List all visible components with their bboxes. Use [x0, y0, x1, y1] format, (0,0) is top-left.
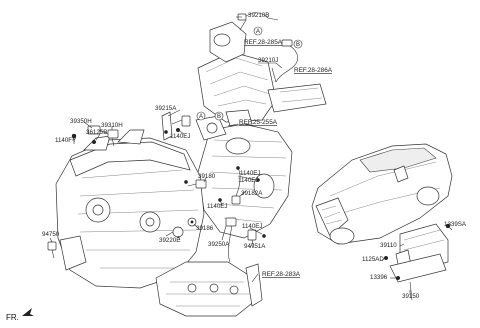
- label-1339sa: 1339SA: [444, 221, 467, 228]
- bolt-13396: [395, 275, 401, 281]
- leader-lines: [49, 16, 453, 294]
- label-36125b: 36125B: [86, 129, 107, 136]
- label-39220e: 39220E: [159, 237, 180, 244]
- circle-marker-b-mid: B: [214, 111, 224, 121]
- label-94751a: 94751A: [244, 243, 266, 250]
- label-39186: 39186: [196, 225, 214, 232]
- label-39150: 39150: [402, 293, 420, 300]
- oxygen-sensor-39210j: [271, 39, 298, 83]
- svg-text:A: A: [199, 114, 203, 120]
- label-1125ad: 1125AD: [362, 256, 384, 263]
- bolt-1140ej-group: [164, 130, 266, 238]
- intake-manifold: [155, 261, 263, 317]
- label-39215a: 39215A: [155, 105, 177, 112]
- svg-text:B: B: [296, 42, 300, 48]
- label-39210j: 39210J: [258, 57, 278, 64]
- bolt-1140fy: [71, 133, 77, 144]
- label-39250a: 39250A: [208, 241, 230, 248]
- crankshaft-sensor-39180: [184, 179, 207, 189]
- circle-marker-a-top: A: [253, 26, 263, 36]
- label-1140ej-center: 1140EJ: [207, 203, 228, 210]
- arrow-icon: [22, 308, 34, 316]
- oil-pressure-switch-94750: [47, 241, 57, 259]
- label-39182a: 39182A: [241, 190, 263, 197]
- label-1140ej-right: 1140EJ: [240, 170, 261, 177]
- ecu-bracket-39150: [389, 253, 447, 301]
- cam-position-sensor-39350h: [87, 125, 109, 135]
- svg-text:A: A: [256, 29, 260, 35]
- circle-marker-b-top: B: [293, 39, 303, 49]
- sensor-39250a: [225, 217, 237, 263]
- circle-marker-a-mid: A: [196, 111, 206, 121]
- vehicle-illustration: [311, 143, 453, 245]
- ref-25-255a[interactable]: REF.25-255A: [239, 119, 278, 126]
- label-39180: 39180: [198, 173, 216, 180]
- catalytic-converter: [197, 21, 327, 127]
- label-1140ej-right-2: 1140EJ: [238, 177, 259, 184]
- ref-28-283a[interactable]: REF.28-283A: [262, 271, 301, 278]
- ref-28-285a[interactable]: REF.28-285A: [244, 39, 283, 46]
- label-39350h: 39350H: [70, 118, 92, 125]
- sensor-39220e: [165, 226, 184, 238]
- label-1140ej-upper: 1140EJ: [170, 133, 191, 140]
- ref-28-286a[interactable]: REF.28-286A: [294, 67, 333, 74]
- cam-position-sensor-39310h: [107, 129, 119, 147]
- label-39110: 39110: [380, 242, 397, 249]
- label-1140fy: 1140FY: [55, 137, 76, 144]
- label-39210b: 39210B: [248, 12, 269, 19]
- label-1140ej-lower: 1140EJ: [242, 223, 263, 230]
- engine-block: [55, 129, 205, 289]
- sensor-39182a: [231, 166, 241, 205]
- fr-label: FR.: [6, 313, 19, 322]
- label-39310h: 39310H: [101, 122, 123, 129]
- label-94750: 94750: [42, 231, 60, 238]
- front-direction-indicator: FR.: [6, 308, 34, 322]
- svg-text:B: B: [217, 114, 221, 120]
- bolt-36125b: [91, 139, 97, 145]
- bolt-1339sa: [445, 223, 451, 229]
- oil-pressure-sensor-94751a: [247, 229, 257, 249]
- label-13396: 13396: [370, 274, 388, 281]
